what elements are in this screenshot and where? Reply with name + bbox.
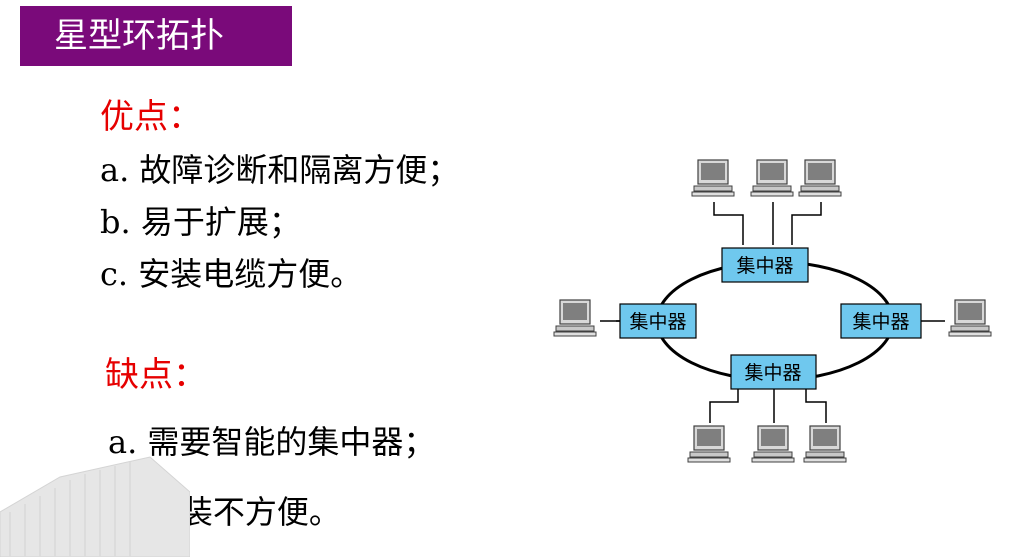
- hub-bottom: 集中器: [730, 354, 817, 390]
- hub-bottom-label: 集中器: [744, 362, 801, 384]
- computer-icon: [691, 159, 735, 197]
- disadvantage-item-a: a. 需要智能的集中器；: [108, 423, 436, 461]
- computer-icon: [750, 159, 794, 197]
- star-ring-diagram: 集中器 集中器 集中器 集中器: [553, 159, 992, 463]
- computer-icon: [751, 425, 795, 463]
- advantage-item-c: c. 安装电缆方便。: [100, 255, 363, 293]
- hub-right: 集中器: [840, 303, 922, 339]
- hub-top: 集中器: [721, 247, 809, 283]
- disadvantages-heading: 缺点：: [105, 355, 207, 395]
- computer-icon: [803, 425, 847, 463]
- computer-icon: [687, 425, 731, 463]
- computer-icon: [948, 299, 992, 337]
- advantages-heading: 优点：: [100, 97, 202, 137]
- decorative-building-watermark: [0, 456, 190, 557]
- hub-left-label: 集中器: [629, 311, 686, 333]
- hub-left: 集中器: [619, 303, 697, 339]
- advantage-item-b: b. 易于扩展；: [100, 203, 301, 241]
- hub-top-label: 集中器: [736, 255, 793, 277]
- advantage-item-a: a. 故障诊断和隔离方便；: [100, 151, 460, 189]
- computer-icon: [798, 159, 842, 197]
- computer-icon: [553, 299, 597, 337]
- slide-title: 星型环拓扑: [20, 6, 292, 66]
- hub-right-label: 集中器: [852, 311, 909, 333]
